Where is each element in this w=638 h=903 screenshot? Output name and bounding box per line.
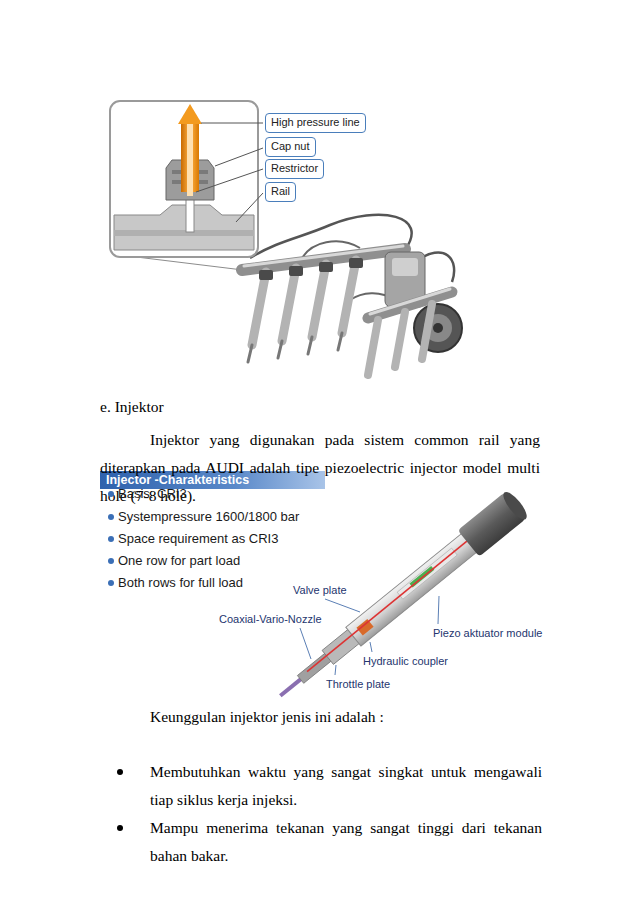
bullet-dot xyxy=(108,491,114,497)
feature-bullet: Basis: CRI3 xyxy=(118,486,187,502)
feature-bullet: One row for part load xyxy=(118,553,240,569)
part-label: Valve plate xyxy=(292,583,348,597)
list-item: Mampu menerima tekanan yang sangat tingg… xyxy=(150,814,542,870)
paragraph: Keunggulan injektor jenis ini adalah : xyxy=(150,703,540,731)
node-text: High pressure line xyxy=(271,115,360,130)
piezo-injector xyxy=(270,489,531,709)
bullet-dot xyxy=(108,514,114,520)
bullet-dot xyxy=(108,580,114,586)
leader-lines xyxy=(196,123,263,222)
part-label: Throttle plate xyxy=(325,677,391,691)
callout-box: Cap nut xyxy=(265,137,316,157)
feature-bullet: Space requirement as CRI3 xyxy=(118,531,278,547)
section-heading: e. Injektor xyxy=(100,397,164,417)
callout-box: Restrictor xyxy=(265,159,324,179)
node-text: Cap nut xyxy=(271,139,310,154)
rail-inset xyxy=(110,101,258,257)
node-text: Restrictor xyxy=(271,161,318,176)
callout-box: Rail xyxy=(265,182,296,202)
list-item: Membutuhkan waktu yang sangat singkat un… xyxy=(150,758,542,814)
part-label: Coaxial-Vario-Nozzle xyxy=(218,612,323,626)
part-label: Hydraulic coupler xyxy=(362,654,449,668)
part-label: Piezo aktuator module xyxy=(432,626,543,640)
bullet-dot xyxy=(117,769,123,775)
callout-box: High pressure line xyxy=(265,113,366,133)
feature-bullet: Both rows for full load xyxy=(118,575,243,591)
bullet-dot xyxy=(117,825,123,831)
bullet-dot xyxy=(108,536,114,542)
node-text: Rail xyxy=(271,184,290,199)
feature-bullet: Systempressure 1600/1800 bar xyxy=(118,509,299,525)
bullet-dot xyxy=(108,558,114,564)
